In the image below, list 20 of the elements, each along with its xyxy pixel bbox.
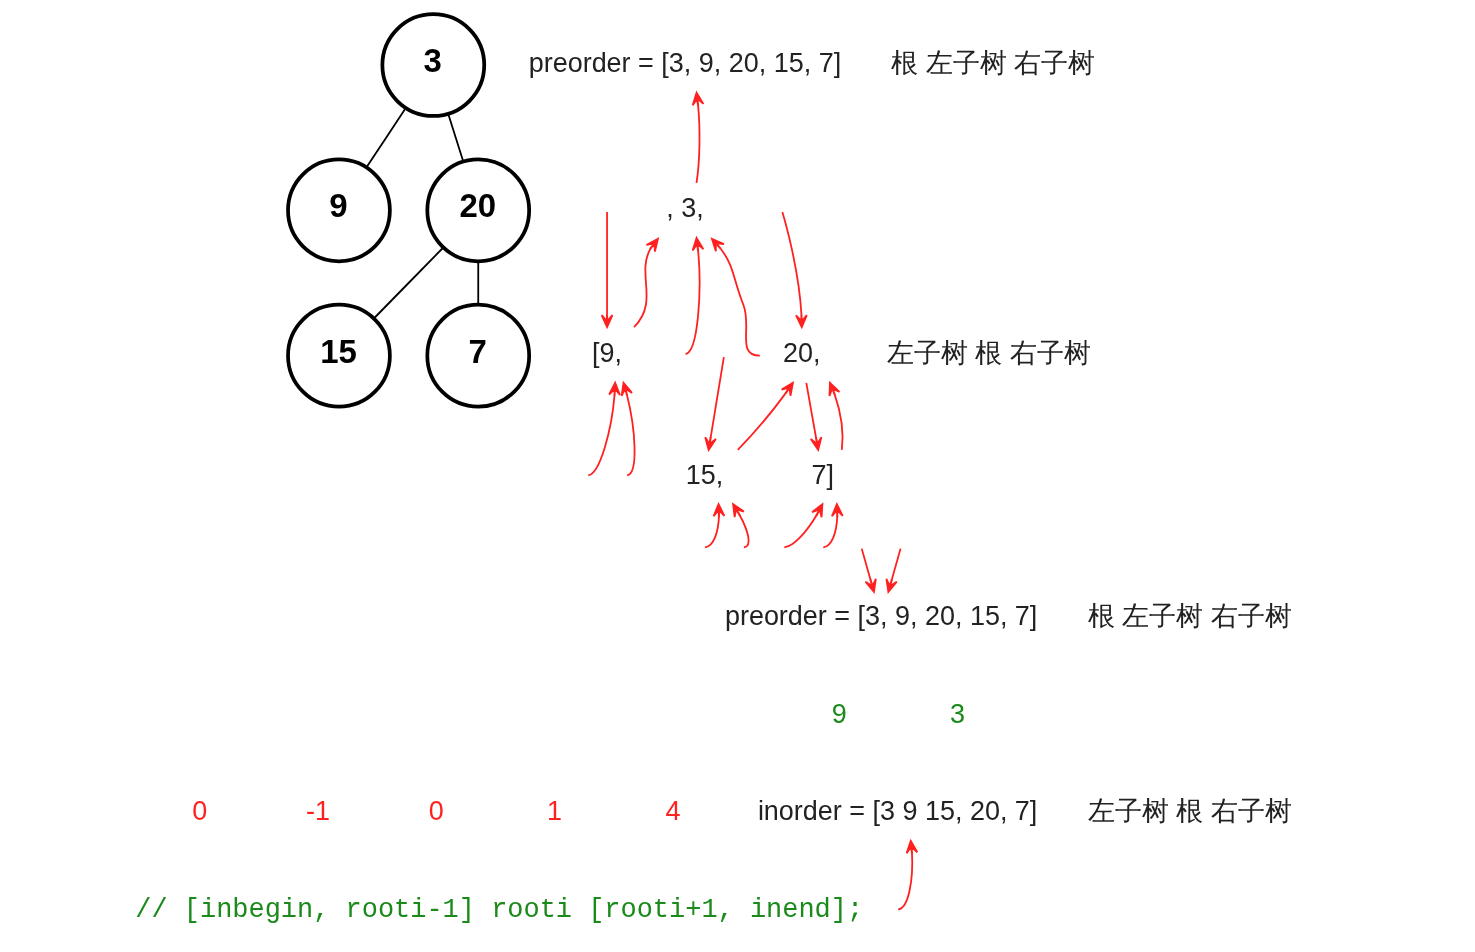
- node-text: [9,: [591, 338, 622, 369]
- node-text: , 3,: [665, 192, 704, 223]
- node-text: 7]: [810, 459, 834, 490]
- label: 左子树 根 右子树: [886, 338, 1091, 369]
- node-text: 15,: [685, 459, 723, 490]
- node-label: 根 左子树 右子树: [1087, 601, 1292, 632]
- node-text: preorder = [3, 9, 20, 15, 7]: [724, 601, 1037, 632]
- label: 9: [831, 698, 847, 729]
- label: 3: [949, 698, 965, 729]
- label: 4: [664, 796, 680, 827]
- label: 1: [546, 796, 562, 827]
- node-text: preorder = [3, 9, 20, 15, 7]: [528, 47, 841, 78]
- node-text: 20,: [782, 338, 820, 369]
- label: 0: [191, 796, 207, 827]
- label: // [inbegin, rooti-1] rooti [rooti+1, inend];: [134, 895, 863, 926]
- node-text: inorder = [3 9 15, 20, 7]: [757, 796, 1037, 827]
- label: -1: [305, 796, 330, 827]
- node-label: 根 左子树 右子树: [890, 47, 1095, 78]
- label: 0: [428, 796, 444, 827]
- node-label: 左子树 根 右子树: [1087, 796, 1292, 827]
